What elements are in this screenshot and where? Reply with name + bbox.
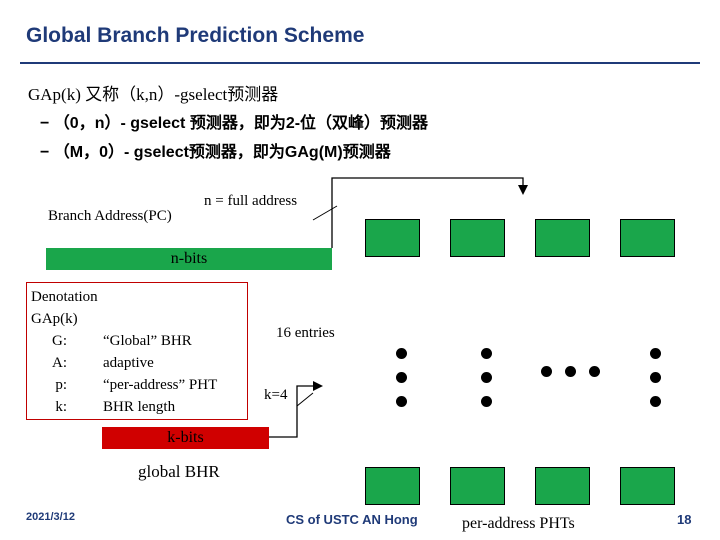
denotation-value: “Global” BHR	[103, 333, 192, 349]
ellipsis-dot	[650, 348, 661, 359]
pht-top-block	[450, 219, 505, 257]
denotation-key: A:	[52, 355, 67, 371]
bullet-m0-gselect: − （M，0）- gselect预测器，即为GAg(M)预测器	[40, 144, 391, 161]
branch-address-label: Branch Address(PC)	[48, 208, 172, 224]
denotation-title: Denotation	[31, 289, 98, 305]
bhr-connector	[269, 381, 323, 438]
ellipsis-dot	[481, 348, 492, 359]
bullet-0n-gselect: − （0，n）- gselect 预测器，即为2-位（双峰）预测器	[40, 115, 429, 132]
pht-top-block	[365, 219, 420, 257]
denotation-key: p:	[55, 377, 67, 393]
ellipsis-dot	[481, 396, 492, 407]
ellipsis-dot	[396, 348, 407, 359]
page-number: 18	[677, 512, 692, 527]
pht-bottom-block	[620, 467, 675, 505]
denotation-value: adaptive	[103, 355, 154, 371]
ellipsis-dot	[650, 396, 661, 407]
ellipsis-dot	[650, 372, 661, 383]
global-bhr-label: global BHR	[138, 462, 220, 481]
denotation-gap: GAp(k)	[31, 311, 78, 327]
pht-top-block	[620, 219, 675, 257]
per-address-phts-label: per-address PHTs	[462, 515, 575, 532]
ellipsis-dot	[481, 372, 492, 383]
address-connector	[331, 177, 528, 248]
ellipsis-dot	[565, 366, 576, 377]
denotation-key: k:	[55, 399, 67, 415]
k-bits-label: k-bits	[167, 429, 204, 446]
k-slash	[296, 392, 314, 407]
title-divider	[20, 62, 700, 64]
ellipsis-dot	[396, 396, 407, 407]
k-bits-bar: k-bits	[102, 427, 269, 449]
pht-bottom-block	[535, 467, 590, 505]
denotation-value: “per-address” PHT	[103, 377, 218, 393]
n-bits-bar: n-bits	[46, 248, 332, 270]
k-label: k=4	[264, 387, 288, 403]
footer-date: 2021/3/12	[26, 511, 75, 523]
entries-label: 16 entries	[276, 325, 335, 341]
ellipsis-dot	[589, 366, 600, 377]
intro-line: GAp(k) 又称（k,n）-gselect预测器	[28, 85, 279, 104]
slide-title: Global Branch Prediction Scheme	[26, 24, 365, 47]
denotation-key: G:	[52, 333, 67, 349]
footer-course: CS of USTC AN Hong	[286, 512, 418, 527]
pht-top-block	[535, 219, 590, 257]
pht-bottom-block	[450, 467, 505, 505]
ellipsis-dot	[541, 366, 552, 377]
n-full-address-label: n = full address	[204, 193, 298, 209]
n-bits-label: n-bits	[170, 250, 208, 267]
denotation-box: Denotation GAp(k) G: “Global” BHR A: ada…	[26, 282, 248, 420]
n-slash	[312, 205, 338, 221]
ellipsis-dot	[396, 372, 407, 383]
denotation-value: BHR length	[103, 399, 176, 415]
pht-bottom-block	[365, 467, 420, 505]
